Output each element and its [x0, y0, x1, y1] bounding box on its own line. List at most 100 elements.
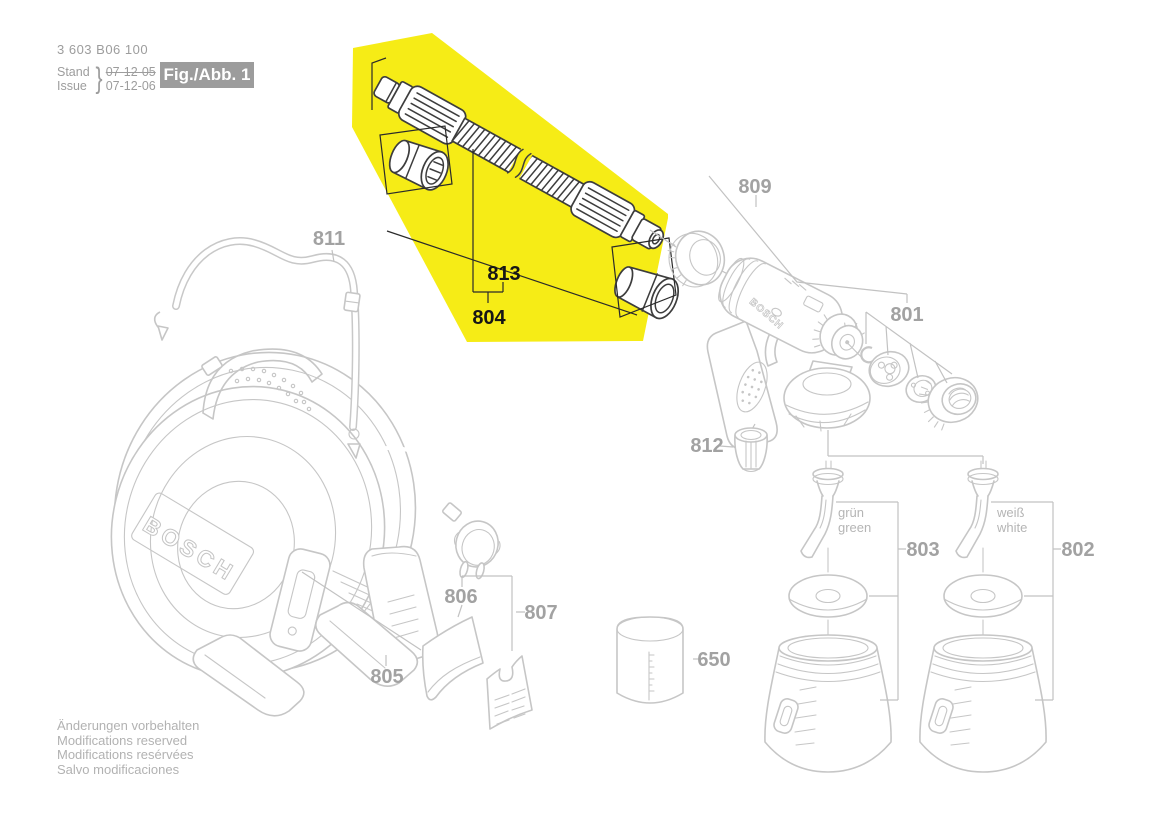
leader-805	[301, 571, 422, 666]
barrel-intake-rings	[722, 258, 766, 318]
label-809: 809	[738, 176, 771, 198]
nozzle-plate-rim	[869, 356, 901, 384]
grip-rib-lines-right	[576, 187, 630, 232]
logo-plate-outline	[131, 492, 255, 595]
cup-rim	[616, 616, 684, 642]
base-station: BOSCH 805	[110, 348, 501, 717]
case-latch	[201, 356, 223, 376]
plug-side-notches	[453, 532, 501, 554]
footer-line-fr: Modifications resérvées	[57, 747, 194, 762]
adapter-frame	[379, 125, 453, 195]
spray-gun: BOSCH	[706, 257, 871, 450]
barrel-vent-slots	[784, 277, 807, 291]
holder-bore	[740, 429, 762, 441]
leader-801-comb	[865, 311, 953, 384]
nozzle-set-801: 809 801	[708, 175, 979, 431]
document-part-number: 3 603 B06 100	[57, 42, 149, 57]
leader-809	[708, 175, 908, 303]
container-connector-lines	[827, 430, 984, 464]
hose-sleeve	[614, 266, 680, 320]
strap-clip-left	[157, 325, 169, 341]
filter-parts: 806 807	[421, 575, 558, 730]
figure-badge: Fig./Abb. 1	[160, 62, 254, 88]
container-mouth	[787, 637, 869, 659]
footer-line-en: Modifications reserved	[57, 732, 188, 748]
hose-assembly-804: 813 804	[371, 57, 680, 329]
tube-collar	[816, 480, 840, 497]
turbine-hub-ring	[839, 333, 855, 351]
seal-disc	[788, 574, 868, 618]
issue-date: 07-12-06	[105, 79, 156, 93]
holder-ribs	[742, 440, 760, 473]
case-inner-ring	[149, 435, 337, 639]
color-note-green-de: grün	[838, 505, 864, 520]
sleeve-band	[641, 273, 658, 312]
case-foot-left	[192, 634, 305, 717]
nozzle-plate	[868, 350, 910, 388]
strap-band-inner	[173, 238, 359, 430]
stand-date: 07-12-05	[105, 65, 156, 79]
sleeve-frame	[611, 237, 677, 318]
gun-barrel: BOSCH	[718, 257, 844, 354]
hose-endcap-line	[385, 81, 398, 103]
bracket-803	[836, 501, 906, 701]
label-801: 801	[890, 304, 923, 326]
cap-nut-threads	[948, 387, 970, 406]
grip-rib-lines-left	[404, 92, 460, 138]
collar-bore	[689, 239, 721, 276]
bell-top-opening	[802, 372, 852, 396]
revision-block: Stand Issue } 07-12-05 07-12-06	[57, 62, 156, 96]
label-813: 813	[487, 263, 520, 285]
kit-bracket-lines	[472, 149, 504, 303]
strap-hook-right	[348, 428, 360, 440]
container-body	[764, 647, 892, 773]
hose-end-bore	[651, 233, 661, 245]
label-803: 803	[906, 539, 939, 561]
footer-line-de: Änderungen vorbehalten	[57, 718, 200, 733]
tube-highlight	[819, 499, 827, 529]
barrel-rear-cap	[718, 257, 745, 303]
issue-label: Issue	[57, 79, 87, 93]
power-plug	[453, 520, 501, 580]
label-807: 807	[524, 602, 557, 624]
tube-flange-rim	[812, 472, 844, 486]
stand-label: Stand	[57, 65, 90, 79]
turbine-hub	[845, 340, 850, 345]
door-knob	[287, 626, 297, 636]
bracket-806-807	[457, 575, 525, 651]
shoulder-strap-811: 811	[153, 228, 361, 459]
gun-collar-ring	[667, 230, 726, 288]
barrel-screw-hole	[771, 307, 782, 317]
door-slot	[287, 569, 316, 619]
hose-break-mark	[506, 148, 532, 178]
grip-pad-outline	[736, 361, 768, 413]
container-scale-marks	[794, 686, 817, 746]
seal-disc-edge	[788, 598, 868, 611]
container-rim	[778, 634, 878, 662]
nozzle-holder-812: 812	[690, 423, 768, 473]
container-threads	[775, 655, 881, 682]
color-note-white-en: white	[996, 520, 1027, 535]
cup-scale	[648, 651, 655, 701]
label-650: 650	[697, 649, 730, 671]
container-tab	[773, 698, 799, 734]
filter-pad-edge	[427, 656, 481, 693]
cap-nut	[918, 376, 979, 431]
nozzle-plate-hole-1	[877, 361, 885, 369]
adapter-left-face	[388, 139, 411, 174]
air-hose	[373, 75, 665, 250]
filter-pad-806	[421, 616, 484, 701]
footer-line-es: Salvo modificaciones	[57, 761, 180, 777]
leader-811	[331, 249, 335, 263]
hose-end-opening	[648, 229, 665, 250]
power-cord-inner	[355, 446, 450, 510]
label-804: 804	[472, 307, 506, 329]
filter-grille-807	[486, 655, 533, 730]
kit-diagonal-leader	[386, 230, 638, 316]
pocket-details	[371, 552, 419, 639]
label-811: 811	[313, 228, 345, 250]
barrel-logo-plate	[803, 295, 824, 313]
label-805: 805	[370, 666, 403, 688]
nozzle-plate-hole-3	[886, 373, 894, 381]
gun-trigger	[764, 332, 780, 367]
